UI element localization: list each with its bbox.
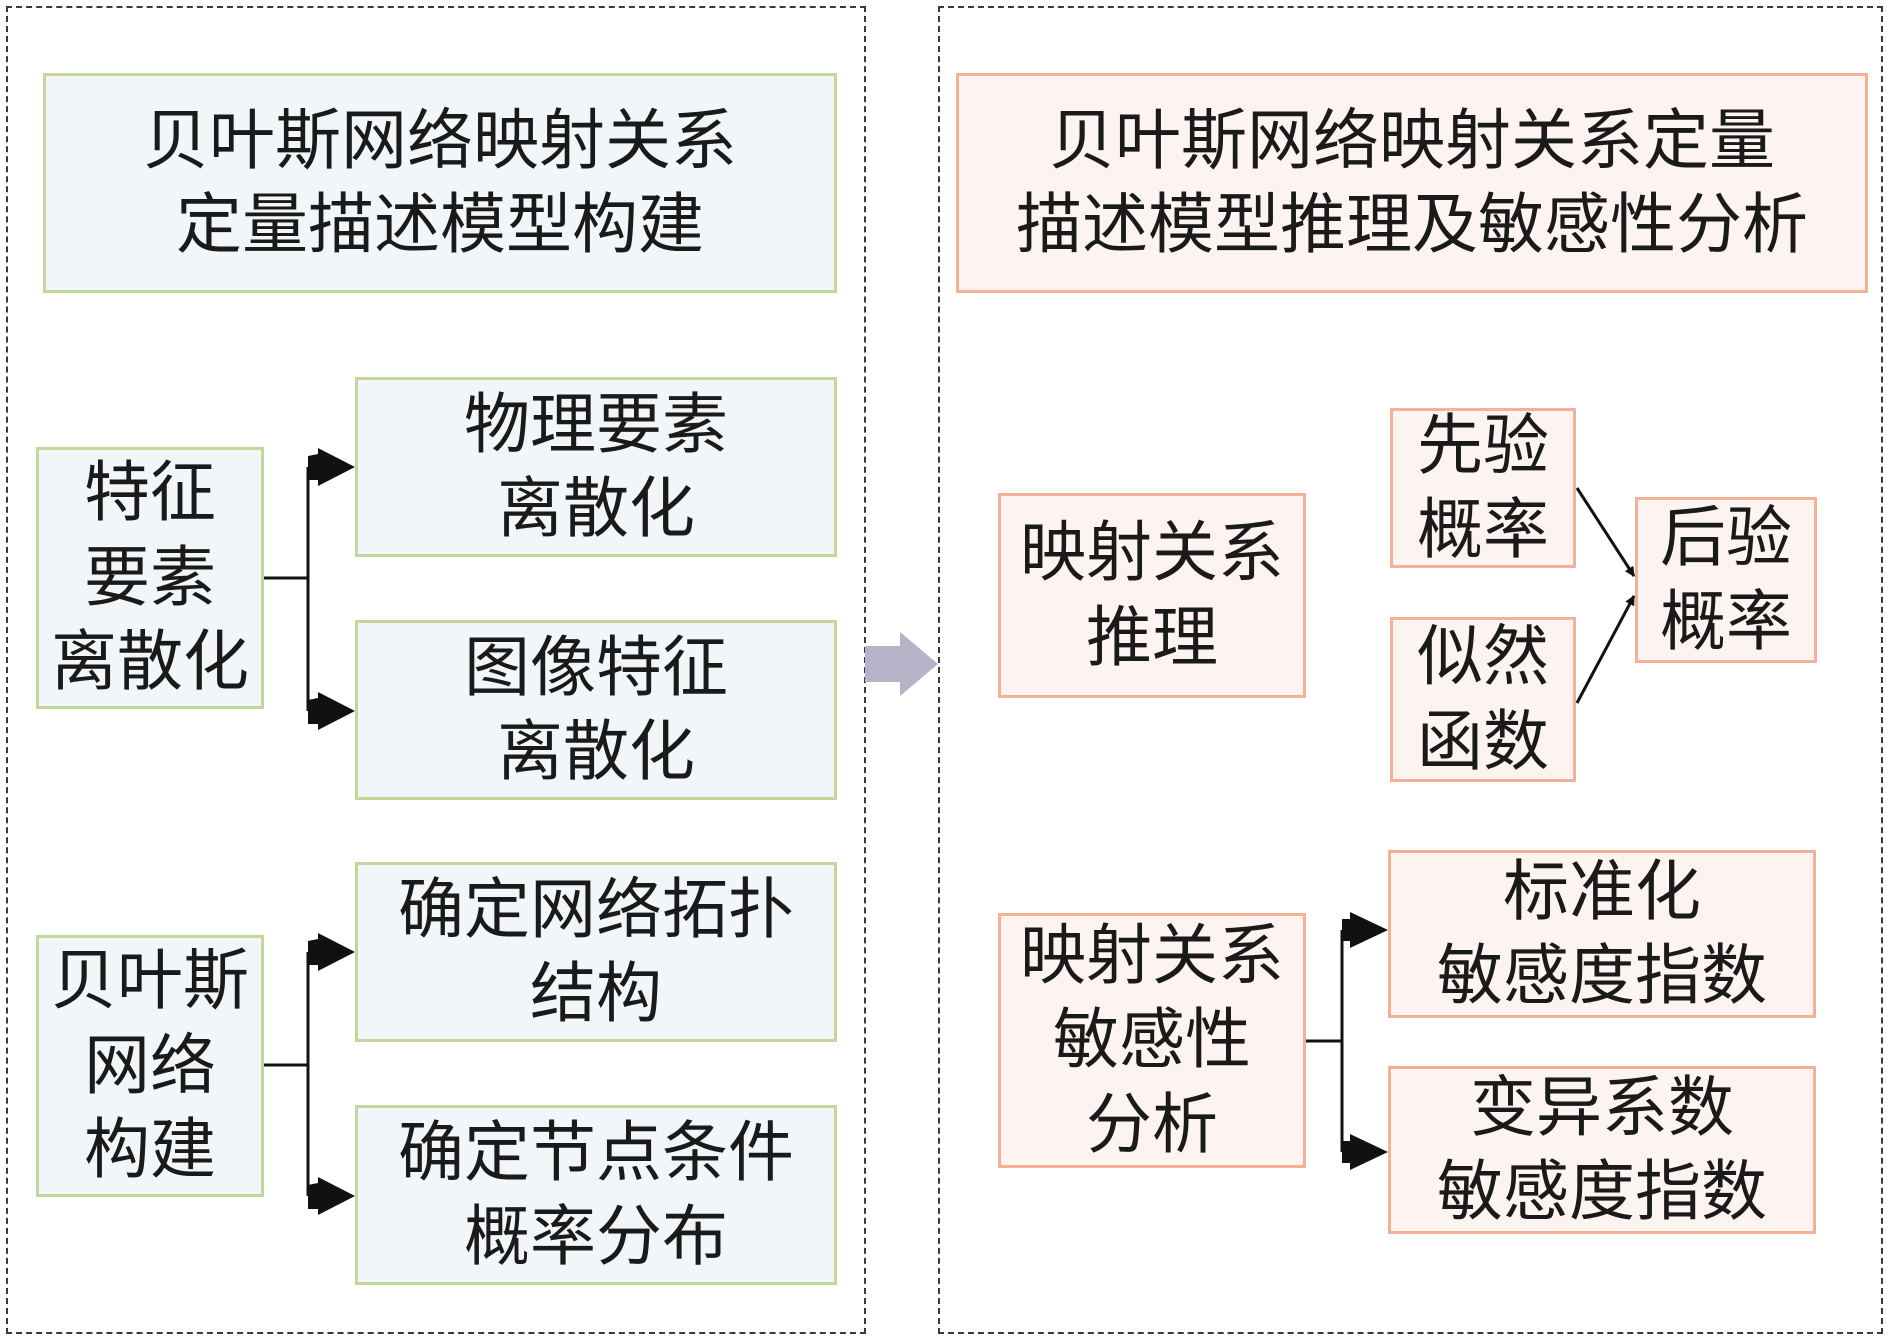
posterior-probability-line-2: 概率 xyxy=(1660,583,1792,660)
arrow-to-standardized-sensitivity xyxy=(1342,912,1388,948)
prior-to-posterior-arrow xyxy=(1575,487,1636,577)
cv-sensitivity-box: 变异系数 敏感度指数 xyxy=(1388,1066,1816,1234)
bayesian-construction-line-1: 贝叶斯 xyxy=(51,942,249,1020)
mapping-inference-box: 映射关系 推理 xyxy=(998,493,1306,698)
mapping-sensitivity-line-2: 敏感性 xyxy=(1053,1001,1251,1079)
bayesian-construction-line-3: 构建 xyxy=(84,1111,216,1189)
feature-discretization-line-3: 离散化 xyxy=(51,623,249,701)
posterior-probability-box: 后验 概率 xyxy=(1635,497,1817,663)
standardized-sensitivity-line-2: 敏感度指数 xyxy=(1437,937,1767,1014)
mapping-inference-line-2: 推理 xyxy=(1086,598,1218,676)
physical-element-line-1: 物理要素 xyxy=(464,385,728,463)
mapping-sensitivity-line-1: 映射关系 xyxy=(1020,916,1284,994)
likelihood-function-box: 似然 函数 xyxy=(1390,617,1576,782)
arrow-to-image-feature xyxy=(308,692,355,730)
image-feature-line-1: 图像特征 xyxy=(464,628,728,706)
right-title-line-1: 贝叶斯网络映射关系定量 xyxy=(1049,101,1775,179)
network-topology-line-1: 确定网络拓扑 xyxy=(398,870,794,948)
image-feature-line-2: 离散化 xyxy=(497,713,695,790)
arrow-to-cv-sensitivity xyxy=(1342,1134,1388,1170)
prior-probability-line-2: 概率 xyxy=(1417,491,1549,568)
sensitivity-bracket-connector xyxy=(1306,930,1344,1152)
left-title-line-1: 贝叶斯网络映射关系 xyxy=(143,101,737,179)
physical-element-discretization-box: 物理要素 离散化 xyxy=(355,377,837,557)
right-title-box: 贝叶斯网络映射关系定量 描述模型推理及敏感性分析 xyxy=(956,73,1868,293)
feature-discretization-line-2: 要素 xyxy=(84,538,216,616)
prior-probability-line-1: 先验 xyxy=(1417,406,1549,484)
arrow-to-physical-element xyxy=(308,448,355,486)
likelihood-to-posterior-arrow xyxy=(1575,595,1636,704)
physical-element-line-2: 离散化 xyxy=(497,470,695,547)
network-topology-line-2: 结构 xyxy=(530,955,662,1032)
feature-discretization-line-1: 特征 xyxy=(84,454,216,532)
mapping-sensitivity-box: 映射关系 敏感性 分析 xyxy=(998,913,1306,1168)
bayesian-bracket-connector xyxy=(264,952,310,1196)
conditional-probability-line-1: 确定节点条件 xyxy=(398,1113,794,1191)
left-title-line-2: 定量描述模型构建 xyxy=(176,186,704,263)
left-title-box: 贝叶斯网络映射关系 定量描述模型构建 xyxy=(43,73,837,293)
bayesian-construction-line-2: 网络 xyxy=(84,1026,216,1104)
likelihood-function-line-1: 似然 xyxy=(1417,618,1549,696)
bayesian-network-construction-box: 贝叶斯 网络 构建 xyxy=(36,935,264,1197)
image-feature-discretization-box: 图像特征 离散化 xyxy=(355,620,837,800)
arrow-to-network-topology xyxy=(308,933,355,971)
right-title-line-2: 描述模型推理及敏感性分析 xyxy=(1016,186,1808,263)
cv-sensitivity-line-1: 变异系数 xyxy=(1470,1068,1734,1146)
network-topology-box: 确定网络拓扑 结构 xyxy=(355,862,837,1042)
mapping-sensitivity-line-3: 分析 xyxy=(1086,1085,1218,1163)
mapping-inference-line-1: 映射关系 xyxy=(1020,514,1284,592)
feature-bracket-connector xyxy=(264,467,310,711)
standardized-sensitivity-line-1: 标准化 xyxy=(1503,852,1701,930)
prior-probability-box: 先验 概率 xyxy=(1390,407,1576,568)
right-panel xyxy=(938,6,1883,1334)
conditional-probability-line-2: 概率分布 xyxy=(464,1198,728,1275)
posterior-probability-line-1: 后验 xyxy=(1660,498,1792,576)
panel-transition-arrow xyxy=(865,632,938,696)
likelihood-function-line-2: 函数 xyxy=(1417,702,1549,780)
conditional-probability-box: 确定节点条件 概率分布 xyxy=(355,1105,837,1285)
cv-sensitivity-line-2: 敏感度指数 xyxy=(1437,1153,1767,1230)
arrow-to-conditional-probability xyxy=(308,1177,355,1215)
standardized-sensitivity-box: 标准化 敏感度指数 xyxy=(1388,850,1816,1018)
feature-discretization-box: 特征 要素 离散化 xyxy=(36,447,264,709)
